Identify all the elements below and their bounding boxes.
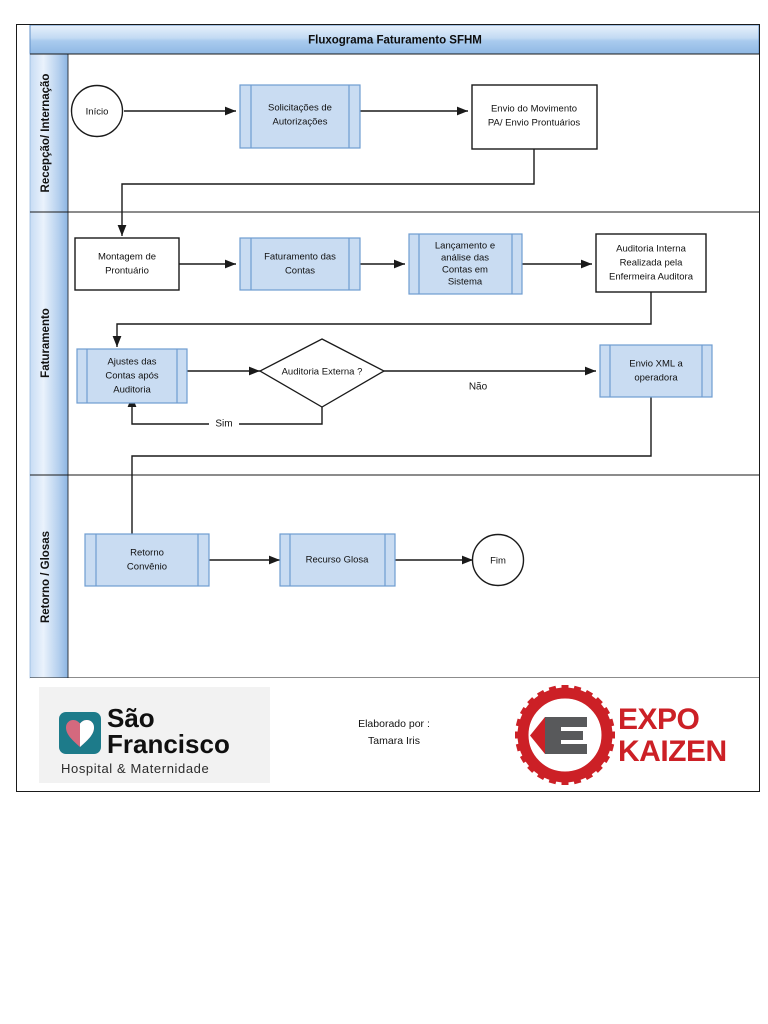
lane-label-faturamento: Faturamento [40,308,52,378]
node-decisao-label: Auditoria Externa ? [282,367,363,378]
node-decisao-auditoria-externa[interactable]: Auditoria Externa ? [258,338,386,408]
node-ajustes-contas[interactable]: Ajustes das Contas após Auditoria [76,348,188,404]
node-lancamento-line3: Contas em [442,265,488,276]
hospital-logo-line1: São [107,703,155,733]
edge-label-group: Sim Não [209,382,488,431]
flowchart-canvas: Fluxograma Faturamento SFHM Recepção/ In… [29,25,759,791]
edge-envio-montagem [117,149,535,236]
kaizen-logo-line1: EXPO [618,703,700,736]
node-ajustes-line2: Contas após [105,371,159,382]
node-solicitacoes-autorizacoes[interactable]: Solicitações de Autorizações [239,84,361,149]
node-montagem-line2: Prontuário [105,266,149,277]
node-envio-xml-line2: operadora [634,373,678,384]
node-faturamento-line1: Faturamento das [264,252,336,263]
node-auditoria-interna-line3: Enfermeira Auditora [609,272,694,283]
node-envio-movimento[interactable]: Envio do Movimento PA/ Envio Prontuários [471,84,598,150]
lane-band-retorno: Retorno / Glosas [29,474,69,679]
hospital-logo-subtitle: Hospital & Maternidade [61,761,209,776]
node-lancamento-line2: análise das [441,253,489,264]
node-retorno-line1: Retorno [130,548,164,559]
node-solicitacoes-line2: Autorizações [273,117,328,128]
node-fim-label: Fim [490,556,506,567]
node-faturamento-line2: Contas [285,266,315,277]
hospital-logo-line2: Francisco [107,729,230,759]
author-label: Elaborado por : [358,718,430,730]
node-ajustes-line3: Auditoria [113,385,151,396]
node-inicio[interactable]: Início [70,84,124,138]
node-ajustes-line1: Ajustes das [107,357,156,368]
node-retorno-convenio[interactable]: Retorno Convênio [84,533,210,587]
node-lancamento-analise[interactable]: Lançamento e análise das Contas em Siste… [408,233,523,295]
node-solicitacoes-line1: Solicitações de [268,103,332,114]
node-envio-xml[interactable]: Envio XML a operadora [599,344,713,398]
page-title: Fluxograma Faturamento SFHM [308,35,482,47]
lane-band-recepcao: Recepção/ Internação [29,53,69,213]
node-envio-movimento-line1: Envio do Movimento [491,104,577,115]
edge-enviosxml-retorno [127,397,652,549]
edge-auditoria-ajustes [112,292,652,347]
node-auditoria-interna-line2: Realizada pela [620,258,684,269]
lane-label-recepcao: Recepção/ Internação [40,74,52,193]
hospital-logo: São Francisco Hospital & Maternidade [39,687,270,783]
node-lancamento-line4: Sistema [448,277,483,288]
node-montagem-line1: Montagem de [98,252,156,263]
gear-icon [515,685,615,785]
node-recurso-glosa[interactable]: Recurso Glosa [279,533,396,587]
heart-icon [59,712,101,754]
node-inicio-label: Início [86,107,109,118]
lane-band-faturamento: Faturamento [29,211,69,476]
node-montagem-prontuario[interactable]: Montagem de Prontuário [74,237,180,291]
kaizen-logo-line2: KAIZEN [618,735,727,768]
node-recurso-glosa-label: Recurso Glosa [306,555,370,566]
diagram-title-bar: Fluxograma Faturamento SFHM [29,25,759,55]
edge-label-nao: Não [469,382,488,393]
node-envio-movimento-line2: PA/ Envio Prontuários [488,118,580,129]
node-retorno-line2: Convênio [127,562,167,573]
node-fim[interactable]: Fim [471,533,525,587]
flowchart-frame: Fluxograma Faturamento SFHM Recepção/ In… [16,24,760,792]
edge-label-sim: Sim [215,419,232,430]
node-faturamento-contas[interactable]: Faturamento das Contas [239,237,361,291]
author-credit: Elaborado por : Tamara Iris [358,718,430,747]
expo-kaizen-logo: EXPO KAIZEN [515,685,727,785]
node-auditoria-interna-line1: Auditoria Interna [616,244,686,255]
flow-connectors [112,106,652,565]
author-name: Tamara Iris [368,735,420,747]
node-auditoria-interna[interactable]: Auditoria Interna Realizada pela Enferme… [595,233,707,293]
node-envio-xml-line1: Envio XML a [629,359,683,370]
footer-bar: São Francisco Hospital & Maternidade Ela… [30,678,759,791]
lane-label-retorno: Retorno / Glosas [40,531,52,623]
node-lancamento-line1: Lançamento e [435,241,495,252]
